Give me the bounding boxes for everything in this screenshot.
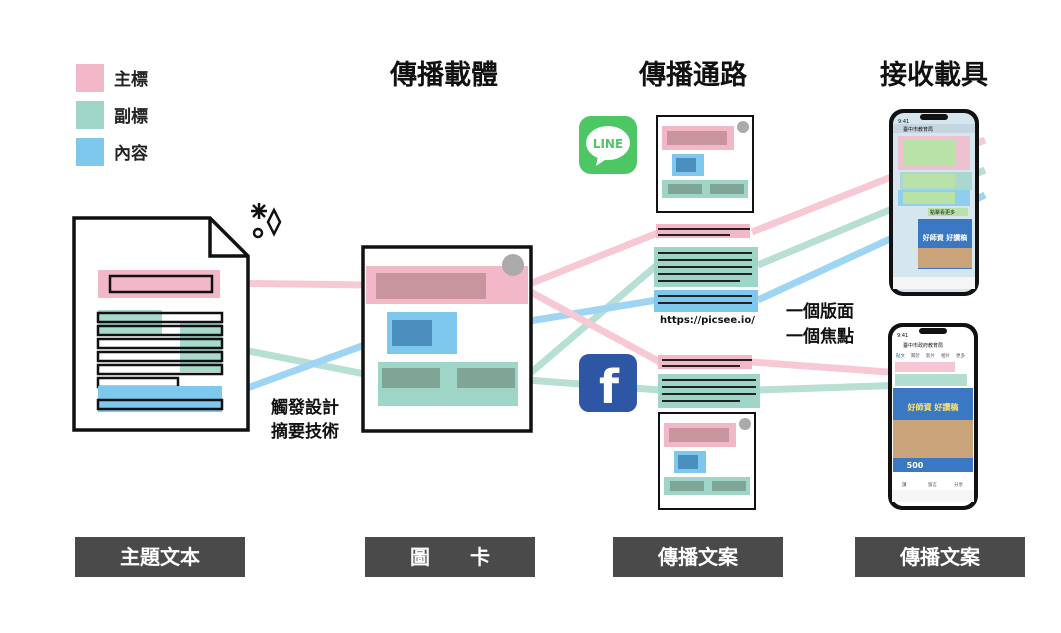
legend-swatch-pink: [76, 64, 104, 92]
heading-channel: 傳播通路: [638, 59, 748, 91]
footer-label-copy1: 傳播文案: [657, 545, 739, 569]
fb-post-preview: [658, 412, 756, 510]
footer-box-copy2: [855, 537, 1025, 577]
sparkle-icon: [251, 203, 282, 239]
line-copy-text: [654, 224, 758, 312]
footer-box-card: [365, 537, 535, 577]
legend-label-content: 內容: [114, 143, 148, 164]
legend-swatch-blue: [76, 138, 104, 166]
footer-label-copy2: 傳播文案: [899, 545, 981, 569]
image-card: [361, 245, 533, 433]
phone-bottom-action-comment: 留言: [928, 481, 937, 488]
phone-top-chat-title: 臺中市教育局: [903, 126, 933, 133]
connector-pink-card-fb: [525, 286, 662, 366]
document-icon: [72, 216, 250, 432]
line-app-icon: LINE: [579, 116, 637, 174]
facebook-app-icon: f: [579, 354, 637, 414]
heading-receiver: 接收載具: [880, 60, 988, 91]
phone-bottom-time: 9:41: [897, 333, 908, 339]
phone-facebook-page: 9:41 臺中市政府教育局 貼文 關於 影片 相片 更多 好師資 好讚稿 500…: [888, 323, 978, 510]
phone-top-time: 9:41: [898, 119, 909, 125]
phone-bottom-tab-videos: 影片: [926, 352, 935, 359]
footer-box-text: [75, 537, 245, 577]
phone-top-banner: 好師資 好讚稿: [922, 233, 967, 242]
phone-bottom-action-like: 讚: [902, 481, 907, 488]
legend-label-sub: 副標: [114, 106, 148, 127]
footer-label-text: 主題文本: [120, 545, 200, 569]
phone-bottom-banner: 好師資 好讚稿: [907, 402, 959, 412]
line-post-preview: [656, 115, 754, 213]
phone-bottom-page-name: 臺中市政府教育局: [903, 342, 943, 349]
trigger-note-line2: 摘要技術: [271, 421, 339, 442]
picsee-url: https://picsee.io/: [660, 315, 755, 326]
fb-copy-text: [658, 355, 760, 408]
line-app-label: LINE: [593, 137, 623, 151]
legend-label-main: 主標: [114, 69, 148, 90]
phone-line-chat: 9:41 臺中市教育局 點擊看更多 好師資 好讚稿: [889, 109, 979, 296]
phone-bottom-tab-about: 關於: [911, 352, 920, 359]
footer-label-card: 圖 卡: [410, 545, 490, 569]
trigger-note-line1: 觸發設計: [271, 397, 339, 418]
legend-swatch-green: [76, 101, 104, 129]
footer-box-copy1: [613, 537, 783, 577]
phone-bottom-tab-posts: 貼文: [896, 352, 905, 359]
connector-pink-card-line: [525, 228, 662, 289]
heading-carrier: 傳播載體: [389, 60, 498, 91]
legend: 主標 副標 內容: [76, 64, 148, 166]
facebook-app-label: f: [599, 360, 620, 414]
focus-note-line1: 一個版面: [786, 301, 854, 322]
focus-note-line2: 一個焦點: [786, 326, 854, 347]
footer-labels: 主題文本 圖 卡 傳播文案 傳播文案: [75, 537, 1025, 577]
doc-title-highlight: [98, 270, 220, 298]
connector-green-card-line: [524, 262, 660, 379]
phone-bottom-action-share: 分享: [954, 481, 963, 488]
phone-bottom-number: 500: [907, 461, 924, 470]
phone-bottom-tab-photos: 相片: [941, 352, 950, 359]
card-avatar-dot: [502, 254, 524, 276]
phone-top-button: 點擊看更多: [930, 209, 955, 216]
phone-bottom-tab-more: 更多: [956, 352, 965, 359]
